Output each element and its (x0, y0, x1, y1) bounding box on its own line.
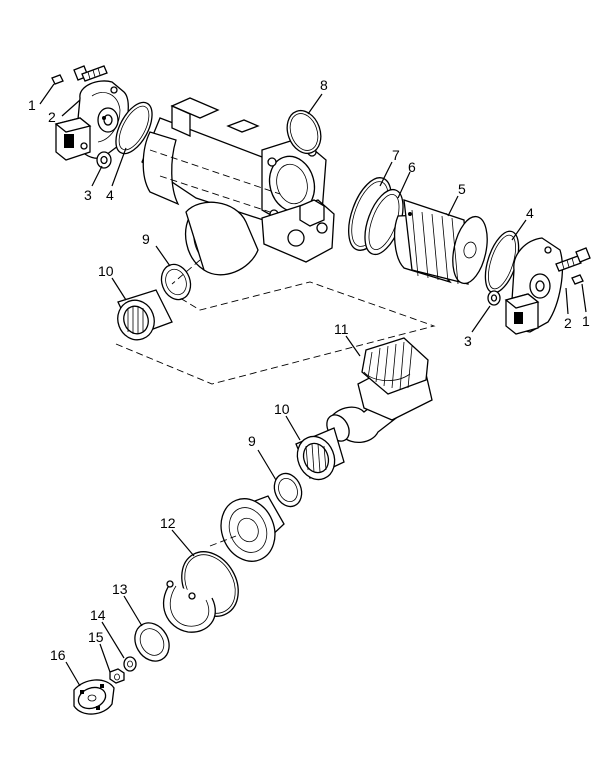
main-housing (141, 97, 335, 276)
bolt-left (73, 65, 108, 82)
seal-13 (134, 622, 170, 662)
callout-4-right: 4 (526, 205, 534, 221)
needle-bearing-upper (117, 289, 173, 341)
callout-11: 11 (334, 321, 349, 337)
callout-3-left: 3 (84, 187, 92, 203)
pinion-shaft (326, 337, 433, 443)
callout-16: 16 (50, 647, 66, 663)
thrust-washer-middle (273, 472, 303, 508)
callout-2-right: 2 (564, 315, 572, 331)
washer-14 (123, 656, 137, 672)
leader-lines (39, 83, 587, 687)
seal-ring-8 (286, 109, 322, 155)
callout-8: 8 (320, 77, 328, 93)
needle-bearing-middle (295, 427, 345, 481)
right-end-cap-assembly (487, 237, 591, 335)
callout-9-mid: 9 (248, 433, 256, 449)
piston (393, 199, 488, 285)
thrust-washer-upper (160, 263, 192, 301)
callout-2-left: 2 (48, 109, 56, 125)
callout-14: 14 (90, 607, 106, 623)
pin-left (51, 74, 64, 85)
assembly-path (115, 259, 436, 385)
nut-15 (109, 668, 125, 684)
cap-16 (73, 679, 115, 715)
callout-6: 6 (408, 159, 416, 175)
callout-1-right: 1 (582, 313, 590, 329)
callout-labels: 1 2 3 4 8 7 6 5 4 9 10 2 1 3 11 10 9 12 … (28, 77, 590, 663)
callout-1-left: 1 (28, 97, 36, 113)
snap-ring (162, 580, 216, 633)
callout-5: 5 (458, 181, 466, 197)
left-end-cap-assembly (51, 65, 153, 169)
callout-15: 15 (88, 629, 104, 645)
washer-left (96, 151, 112, 169)
seal-housing (209, 495, 285, 562)
callout-12: 12 (160, 515, 176, 531)
callout-7: 7 (392, 147, 400, 163)
callout-3-right: 3 (464, 333, 472, 349)
callout-10-top: 10 (98, 263, 114, 279)
callout-4-left: 4 (106, 187, 114, 203)
callout-13: 13 (112, 581, 128, 597)
seal-ring-left (115, 101, 153, 155)
callout-10-mid: 10 (274, 401, 290, 417)
callout-9-top: 9 (142, 231, 150, 247)
